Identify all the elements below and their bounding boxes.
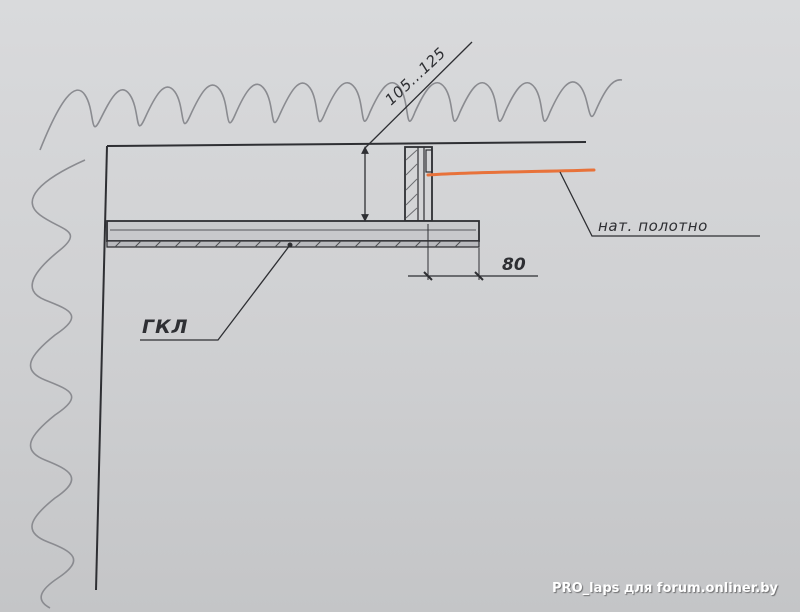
watermark-text: PRO_laps для forum.onliner.by xyxy=(552,581,778,596)
offset-dimension-label: 80 xyxy=(502,255,526,275)
wall-hatch xyxy=(29,159,86,609)
ceiling-gap-dimension-label: 105...125 xyxy=(381,44,449,109)
wall-line xyxy=(95,145,108,591)
offset-dimension xyxy=(408,224,538,281)
drywall-board xyxy=(106,220,480,248)
stretch-film-line xyxy=(426,168,596,177)
ceiling-slab-hatch xyxy=(39,79,623,151)
stretch-film-leader xyxy=(559,171,760,237)
profile-element xyxy=(404,146,433,222)
drywall-leader xyxy=(140,244,291,341)
stretch-film-label: нат. полотно xyxy=(598,217,708,235)
drywall-label: ГКЛ xyxy=(142,316,188,338)
ceiling-line xyxy=(106,141,587,147)
ceiling-gap-dimension xyxy=(361,41,473,222)
